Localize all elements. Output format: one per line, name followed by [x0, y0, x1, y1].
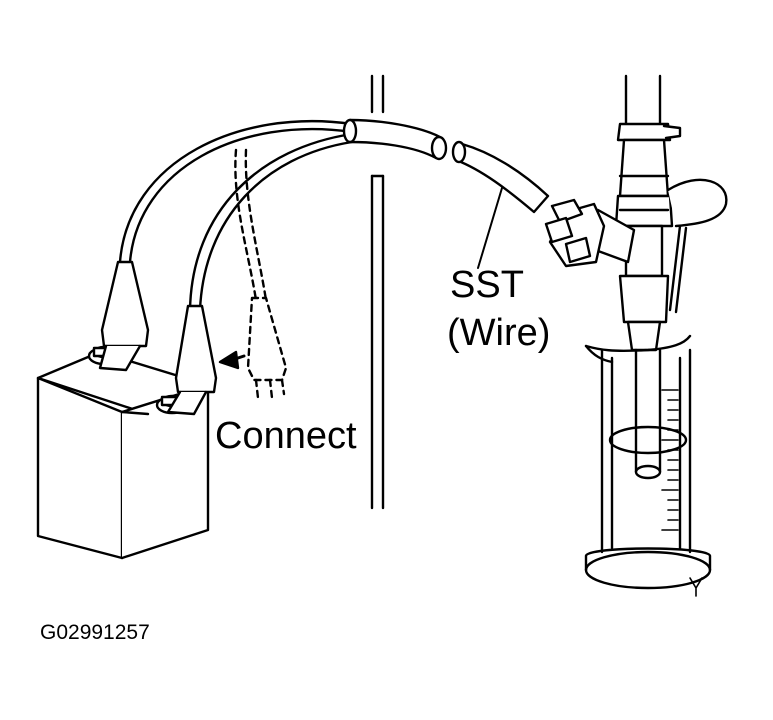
- wire-label: (Wire): [447, 312, 551, 354]
- clip-positive: [98, 260, 150, 372]
- sleeve-left: [342, 118, 448, 161]
- measuring-cylinder: [584, 334, 712, 597]
- panel-divider: [370, 74, 385, 510]
- figure-code: G02991257: [40, 621, 150, 644]
- wire-b: [188, 132, 354, 312]
- connect-label: Connect: [215, 415, 357, 457]
- clip-negative-ghost: [246, 296, 288, 400]
- sst-label: SST: [450, 264, 524, 306]
- wire-a: [118, 119, 354, 264]
- wire-b-dashed-ghost: [234, 148, 268, 302]
- connect-arrow: [218, 350, 246, 370]
- clip-negative: [166, 304, 218, 416]
- sleeve-right: [451, 140, 550, 214]
- sst-leader-line: [477, 187, 503, 269]
- injector-assembly: [544, 74, 728, 352]
